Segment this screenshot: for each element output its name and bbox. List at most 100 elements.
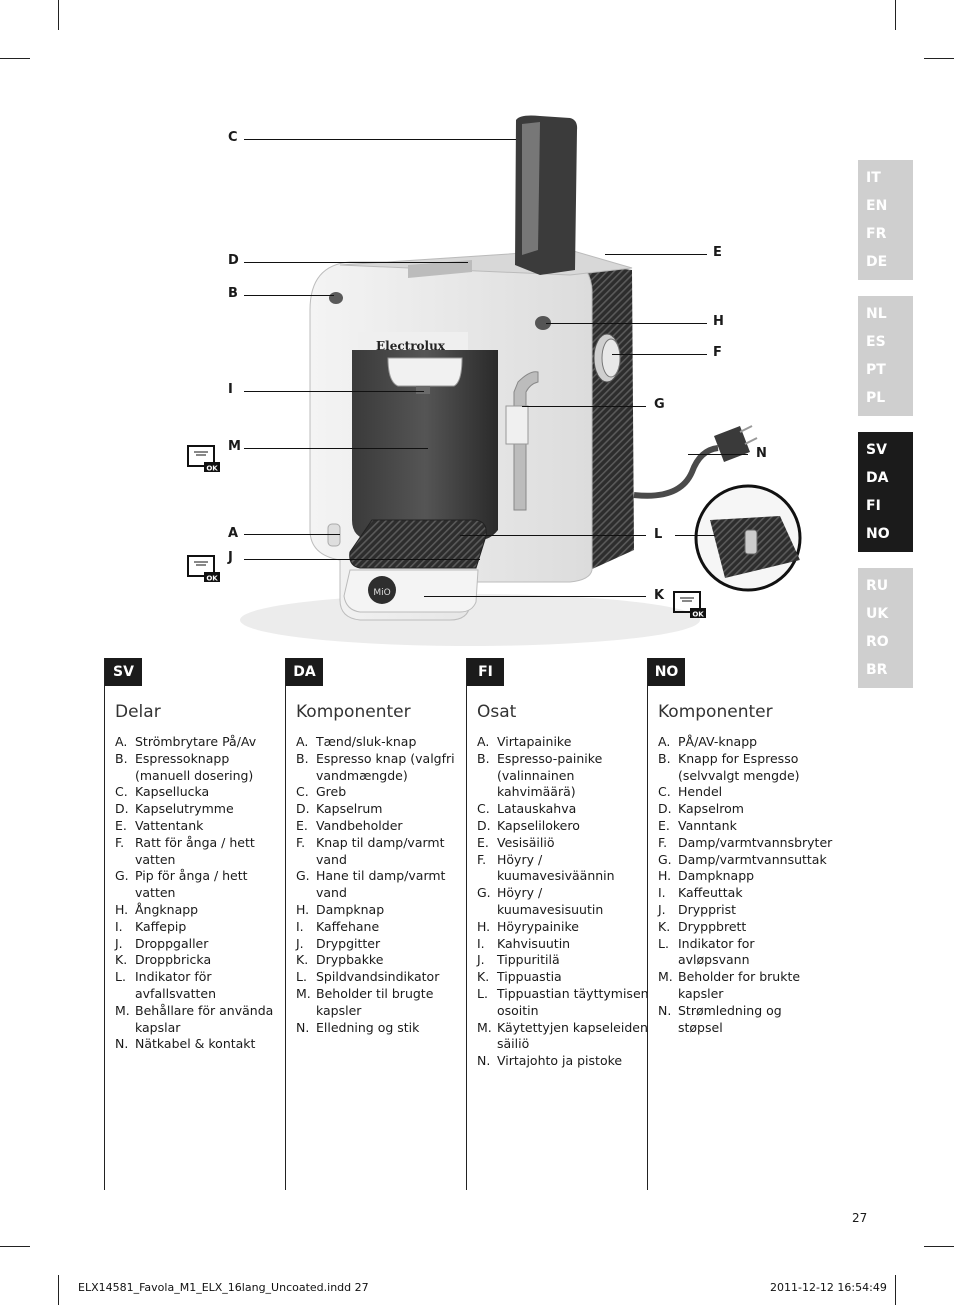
part-label: Tippuastia [497,969,562,985]
callout-l: L [654,527,663,542]
leader-line [612,354,707,355]
language-tab[interactable]: UK [866,606,889,622]
part-letter: L. [477,985,488,1001]
part-letter: D. [477,817,491,833]
part-label: Drypbakke [316,952,384,968]
part-item: J.Tippuritilä [477,952,649,969]
language-tab[interactable]: PT [866,362,886,378]
part-item: L.Indikator for avløpsvann [658,936,830,970]
language-group-active: SV DA FI NO [858,432,913,552]
part-item: L.Indikator för avfallsvatten [115,969,287,1003]
part-item: H.Dampknapp [658,868,830,885]
callout-e: E [713,245,722,260]
language-tab[interactable]: DE [866,254,888,270]
crop-mark [895,1275,896,1305]
leader-line [546,323,707,324]
part-letter: N. [658,1002,672,1018]
part-label: Vattentank [135,817,204,833]
part-letter: C. [296,784,309,800]
language-tab[interactable]: RO [866,634,889,650]
part-item: A.Strömbrytare På/Av [115,734,287,751]
part-letter: E. [477,834,489,850]
page-number: 27 [852,1211,868,1225]
part-item: E.Vesisäiliö [477,835,649,852]
language-tab[interactable]: IT [866,170,881,186]
part-label: Strømledning og støpsel [678,1002,782,1035]
part-letter: G. [658,851,672,867]
part-label: Greb [316,784,347,800]
leader-line [244,295,334,296]
part-label: Kaffeuttak [678,885,743,901]
part-item: C.Kapsellucka [115,784,287,801]
crop-mark [924,58,954,59]
part-item: F.Knap til damp/varmt vand [296,835,468,869]
language-group: RU UK RO BR [858,568,913,688]
part-label: Indikator för avfallsvatten [135,969,217,1001]
part-label: Tippuastian täyttymisen osoitin [497,985,649,1018]
part-item: B.Knapp for Espresso (selvvalgt mengde) [658,751,830,785]
part-label: Vanntank [678,817,737,833]
part-letter: M. [115,1002,130,1018]
language-tab[interactable]: DA [866,470,889,486]
part-label: Pip för ånga / hett vatten [135,868,248,901]
callout-f: F [713,345,722,360]
part-letter: G. [296,868,310,884]
leader-line [605,254,707,255]
part-letter: I. [296,918,304,934]
part-label: Latauskahva [497,801,577,817]
part-item: G. Damp/varmtvannsuttak [658,852,830,869]
part-item: K.Drypbakke [296,952,468,969]
part-label: Kapselilokero [497,817,580,833]
language-tab[interactable]: SV [866,442,887,458]
column-title: Delar [115,702,161,722]
language-tab[interactable]: ES [866,334,886,350]
part-letter: A. [477,734,490,749]
part-item: N. Strømledning og støpsel [658,1003,830,1037]
leader-line [244,448,428,449]
part-label: Tippuritilä [497,952,560,968]
language-badge: DA [286,658,323,686]
part-label: Kapsellucka [135,784,210,800]
part-label: Virtapainike [497,734,572,749]
language-tab[interactable]: EN [866,198,888,214]
language-tab[interactable]: NO [866,526,890,542]
part-item: A.PÅ/AV-knapp [658,734,830,751]
language-tab[interactable]: NL [866,306,887,322]
language-tab[interactable]: FR [866,226,887,242]
part-letter: M. [296,985,311,1001]
part-letter: J. [296,935,304,951]
leader-line [688,454,748,455]
part-item: B.Espresso knap (valgfri vandmængde) [296,751,468,785]
part-label: Espressoknapp (manuell dosering) [135,750,254,783]
leader-line [522,406,646,407]
callout-m: M [228,439,241,454]
language-badge: FI [467,658,504,686]
leader-line [244,391,424,392]
part-item: D.Kapselutrymme [115,801,287,818]
callout-g: G [654,397,665,412]
part-label: Nätkabel & kontakt [135,1036,256,1052]
part-letter: M. [477,1019,492,1035]
part-letter: K. [115,952,128,968]
part-item: F.Höyry / kuumavesiväännin [477,852,649,886]
part-item: B.Espresso-painike (valinnainen kahvimää… [477,751,649,801]
part-label: Damp/varmtvannsuttak [678,851,827,867]
language-tab[interactable]: RU [866,578,889,594]
part-label: Käytettyjen kapseleiden säiliö [497,1019,648,1052]
part-letter: E. [296,817,308,833]
part-letter: K. [658,918,671,934]
part-label: Dryppbrett [678,918,747,934]
part-label: Höyry / kuumavesiväännin [497,851,615,884]
part-label: Kaffepip [135,918,187,934]
part-item: D.Kapselrum [296,801,468,818]
language-tab[interactable]: BR [866,662,888,678]
part-item: C.Latauskahva [477,801,649,818]
language-tab[interactable]: PL [866,390,886,406]
part-label: Kapselrum [316,801,383,817]
part-label: Indikator for avløpsvann [678,935,755,968]
part-letter: F. [296,834,306,850]
language-tab[interactable]: FI [866,498,881,514]
